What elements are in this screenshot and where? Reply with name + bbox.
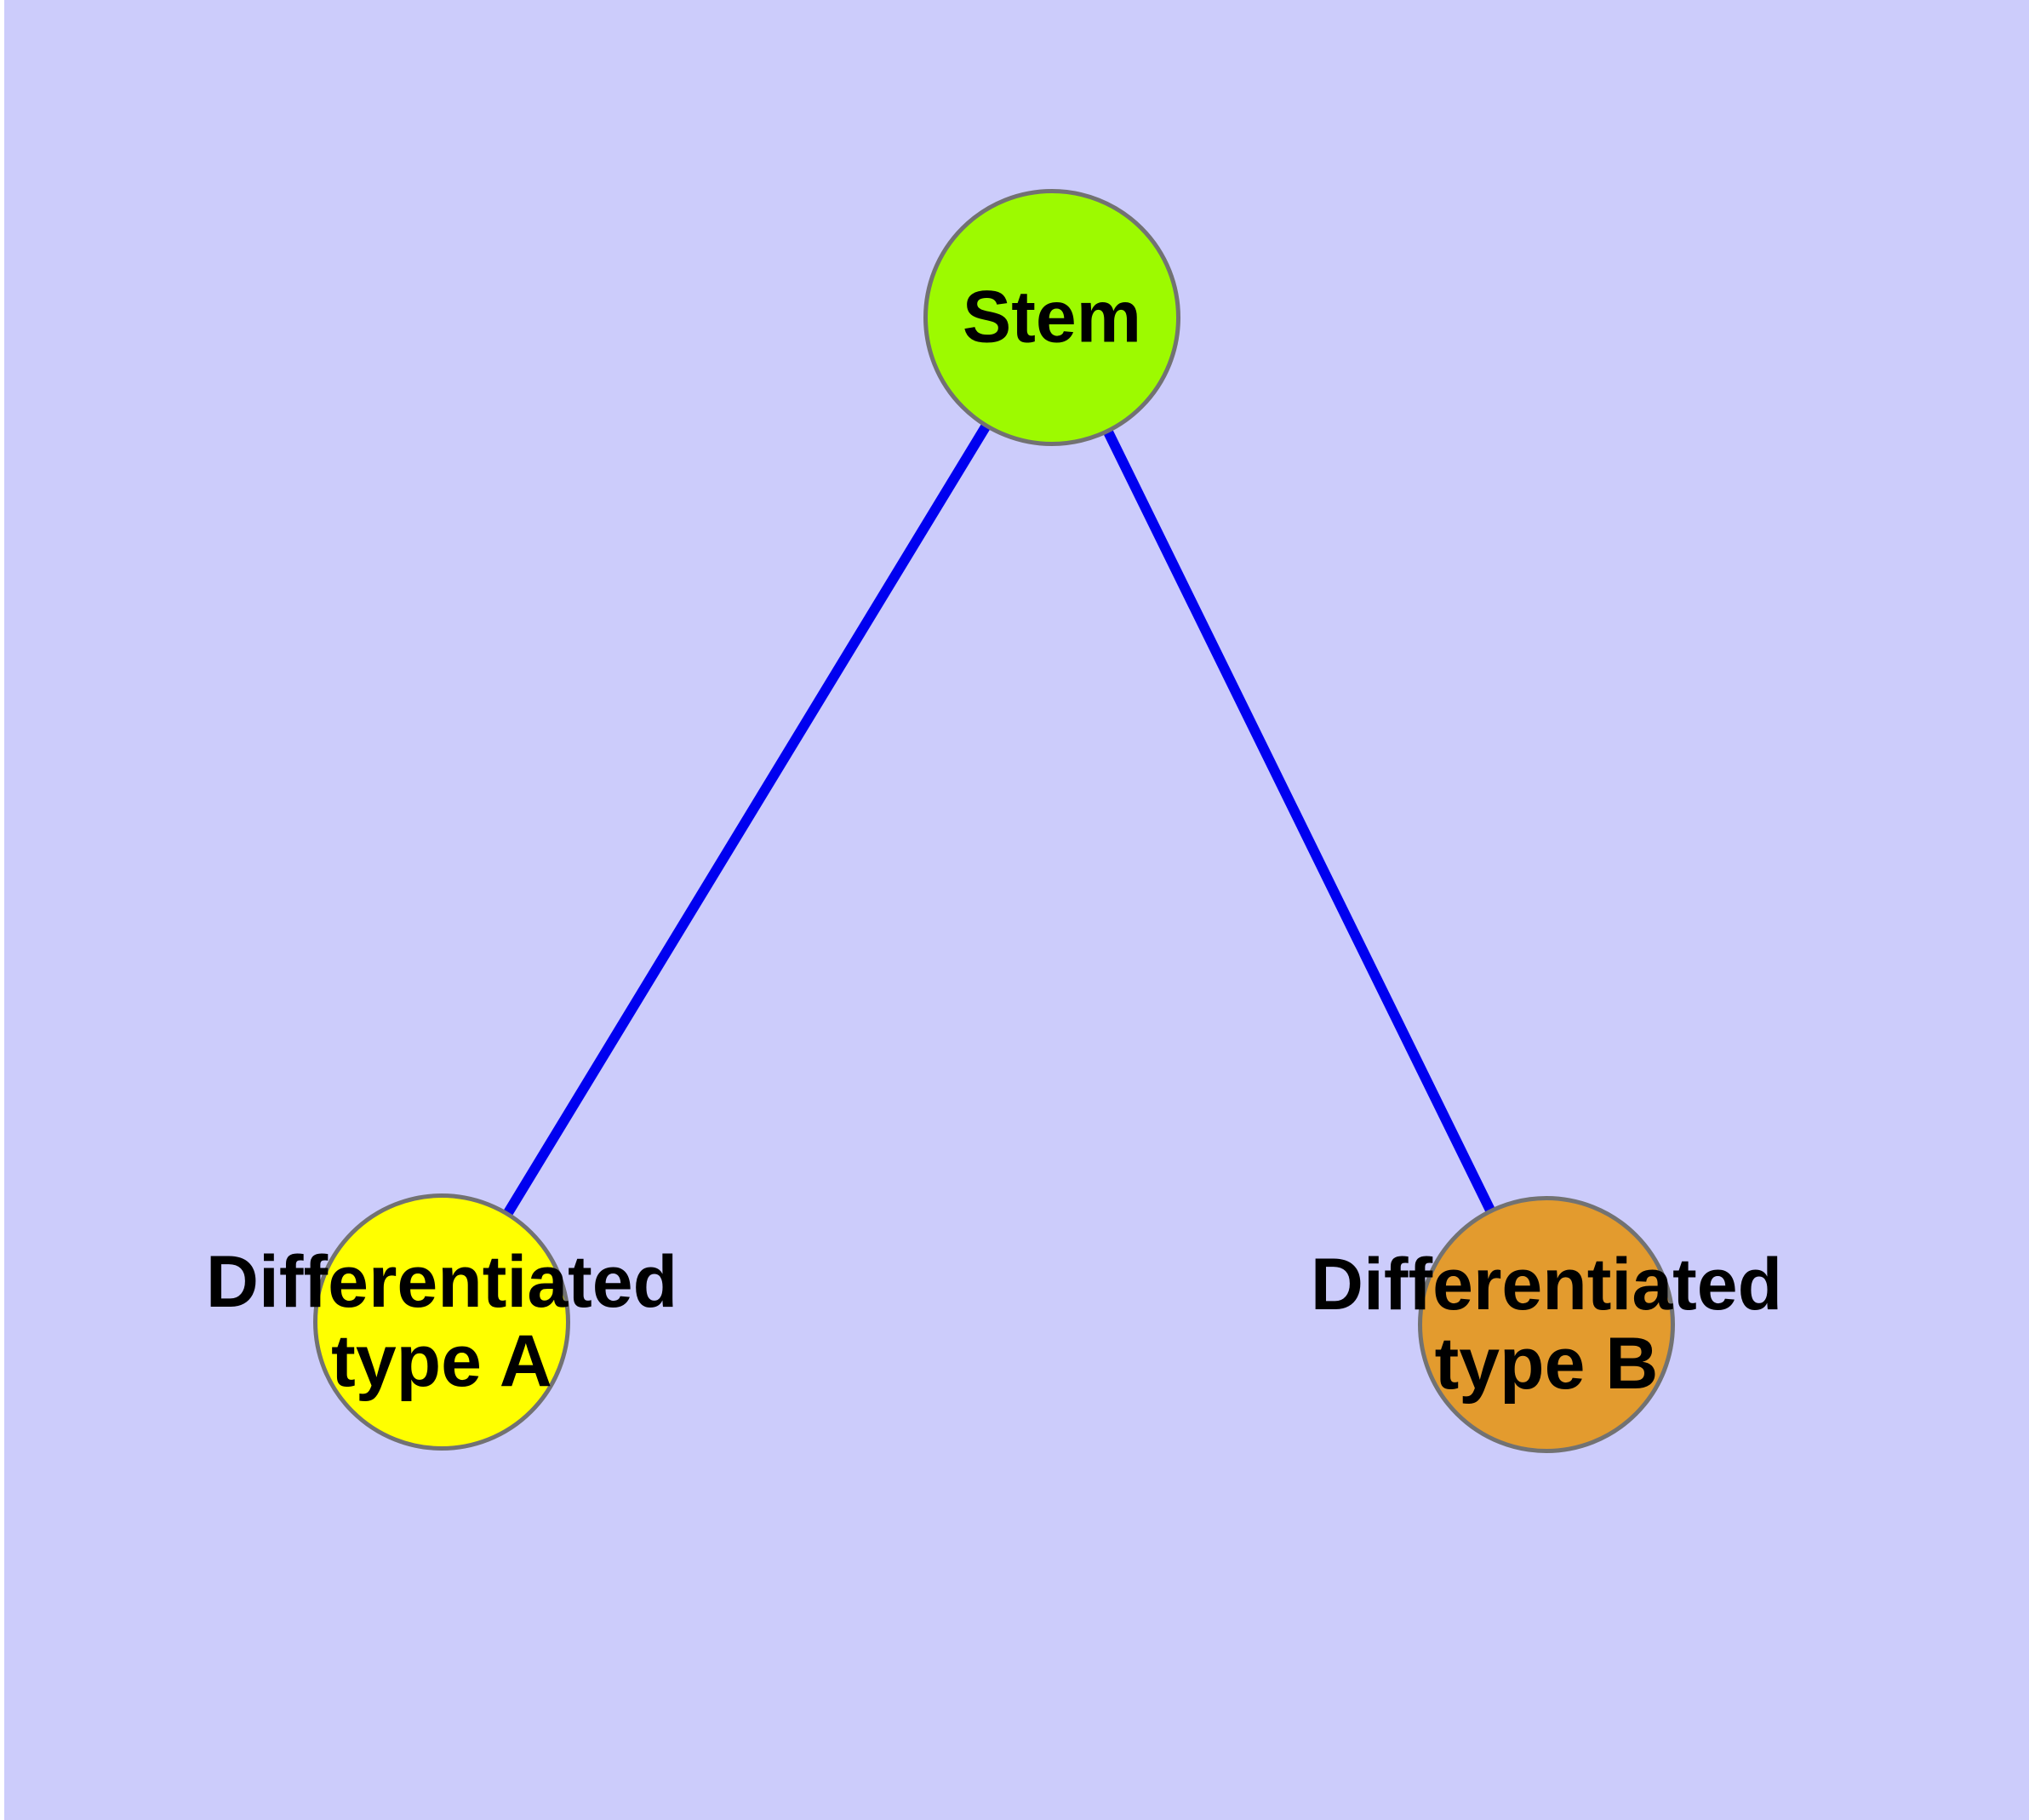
edge-layer [437,314,1552,1327]
edge-stem-to-differentiated-type-b[interactable] [1047,315,1552,1327]
node-differentiated-type-b[interactable] [1418,1196,1675,1453]
node-stem[interactable] [923,189,1180,446]
node-layer [313,189,1675,1453]
edge-stem-to-differentiated-type-a[interactable] [437,314,1057,1325]
node-differentiated-type-a[interactable] [313,1193,570,1451]
